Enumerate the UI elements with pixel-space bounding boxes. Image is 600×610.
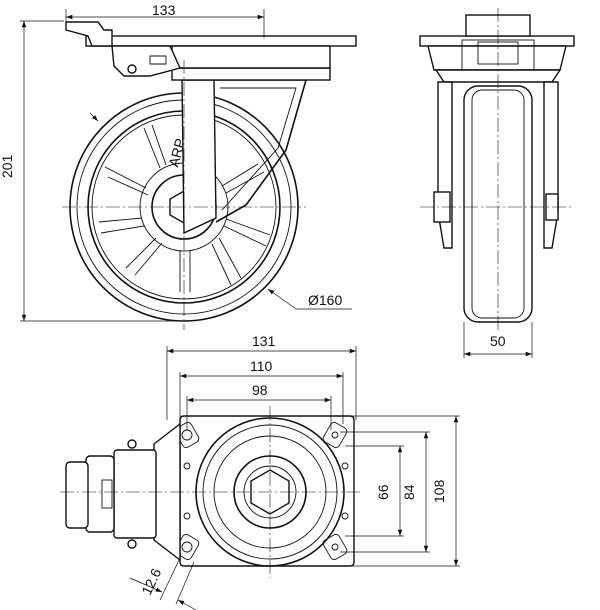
fork-front-leg [181,79,217,235]
dim-bolt-spacing-vertical-outer: 84 [401,484,417,500]
front-view: 50 [419,8,575,358]
dim-bolt-spacing-inner: 98 [252,382,268,398]
dim-bolt-hole: 12.6 [138,566,164,598]
top-plate-front [419,35,575,47]
brand-logo: ARP [165,137,188,169]
swivel-race [171,67,331,81]
top-view: 131 110 98 66 84 108 12.6 [60,333,460,610]
dim-plate-height: 108 [431,479,447,503]
fork-leg-left [437,81,453,249]
brake-housing [113,449,157,539]
fork-leg-right [543,81,559,249]
dim-bolt-spacing-vertical-inner: 66 [375,484,391,500]
wheel-spokes [98,124,271,292]
top-plate-side [85,35,357,47]
side-view: ARP 201 133 Ø160 [0,2,357,330]
dim-plate-width: 131 [252,333,276,349]
bolt-slot-bottom-right [322,533,348,561]
dim-overall-height: 201 [0,154,15,178]
bolt-slot-top-right [322,421,348,449]
brake-pedal [65,461,89,529]
dim-overall-width: 133 [152,2,176,18]
dim-wheel-width: 50 [490,333,506,349]
dim-bolt-spacing-outer: 110 [250,358,273,374]
dim-wheel-diameter: Ø160 [308,292,342,308]
